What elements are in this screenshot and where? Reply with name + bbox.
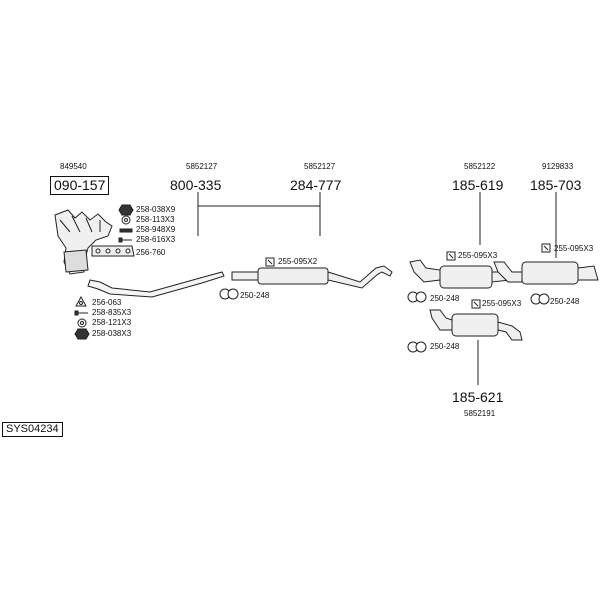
oe-number: 5852127 [186, 162, 218, 171]
accessory-label[interactable]: 258-113X3 [136, 215, 175, 224]
oe-number: 5852122 [464, 162, 496, 171]
accessory-label[interactable]: 250-248 [430, 294, 460, 303]
rear-silencer-185-621 [429, 309, 523, 341]
accessory-label[interactable]: 250-248 [550, 297, 580, 306]
accessory-label[interactable]: 256-760 [136, 248, 166, 257]
clamp-icon [446, 251, 456, 261]
oe-number: 9129833 [542, 162, 574, 171]
accessory-label[interactable]: 255-095X2 [278, 257, 318, 266]
system-code: SYS04234 [2, 422, 63, 437]
hanger-icon [530, 293, 550, 305]
hanger-icon [407, 291, 427, 303]
rear-silencer-185-703 [493, 261, 599, 285]
hanger-icon [219, 288, 239, 300]
part-number[interactable]: 090-157 [50, 176, 110, 195]
part-number[interactable]: 185-619 [452, 177, 504, 193]
accessory-label[interactable]: 258-616X3 [136, 235, 176, 244]
hanger-icon [407, 341, 427, 353]
accessory-label[interactable]: 258-835X3 [92, 308, 132, 317]
accessory-label[interactable]: 250-248 [240, 291, 270, 300]
front-pipe [87, 271, 225, 298]
part-number[interactable]: 800-335 [170, 177, 222, 193]
stud-icon [119, 228, 133, 233]
accessory-label[interactable]: 255-095X3 [482, 299, 522, 308]
part-number[interactable]: 185-703 [530, 177, 582, 193]
part-number[interactable]: 185-621 [452, 389, 504, 405]
clamp-icon [471, 299, 481, 309]
clamp-icon [541, 243, 551, 253]
accessory-label[interactable]: 255-095X3 [458, 251, 498, 260]
nut-icon [118, 204, 134, 216]
clamp-icon [265, 257, 275, 267]
accessory-label[interactable]: 255-095X3 [554, 244, 594, 253]
part-number[interactable]: 284-777 [290, 177, 342, 193]
accessory-label[interactable]: 256-063 [92, 298, 122, 307]
oe-number: 849540 [60, 162, 87, 171]
oe-number: 5852191 [464, 409, 496, 418]
centre-silencer [231, 265, 393, 289]
accessory-label[interactable]: 250-248 [430, 342, 460, 351]
accessory-label[interactable]: 258-948X9 [136, 225, 176, 234]
accessory-label[interactable]: 258-038X9 [136, 205, 176, 214]
accessory-label[interactable]: 258-038X3 [92, 329, 132, 338]
nut-icon [74, 328, 90, 340]
manifold-catalyst [54, 209, 113, 275]
accessory-label[interactable]: 258-121X3 [92, 318, 132, 327]
rear-silencer-185-619 [409, 259, 511, 289]
gasket-256-760 [91, 245, 135, 257]
oe-number: 5852127 [304, 162, 336, 171]
